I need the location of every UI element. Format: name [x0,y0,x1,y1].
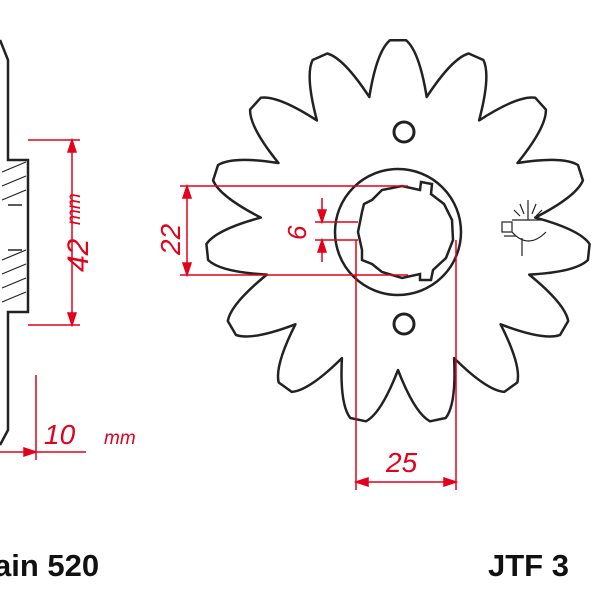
splined-center-hole [356,180,455,282]
mounting-hole-bottom [392,312,416,336]
side-profile-outline [0,39,30,446]
hub-height-unit: mm [64,193,85,225]
spline-width-dimension [315,198,358,262]
center-hole-width-label: 22 [155,223,186,256]
bore-diameter-dimension [353,240,459,490]
center-hole-width-dimension [180,183,408,278]
sprocket-front-view [205,38,591,423]
hub-height-dimension [28,137,80,328]
side-profile-view [0,39,30,446]
offset-label: 10 [44,419,76,450]
spline-width-label: 6 [282,225,312,240]
chain-size-caption: ain 520 [0,548,100,583]
part-number-caption: JTF 3 [488,548,569,583]
bore-diameter-label: 25 [385,447,418,478]
center-bore-circle [333,167,463,297]
hub-hatching [1,161,27,303]
offset-unit: mm [104,428,136,449]
hub-height-label: 42 [62,238,95,272]
sprocket-teeth-outline [205,38,591,423]
torch-logo-icon [501,200,547,256]
offset-dimension [0,375,86,460]
mounting-hole-top [392,120,416,144]
